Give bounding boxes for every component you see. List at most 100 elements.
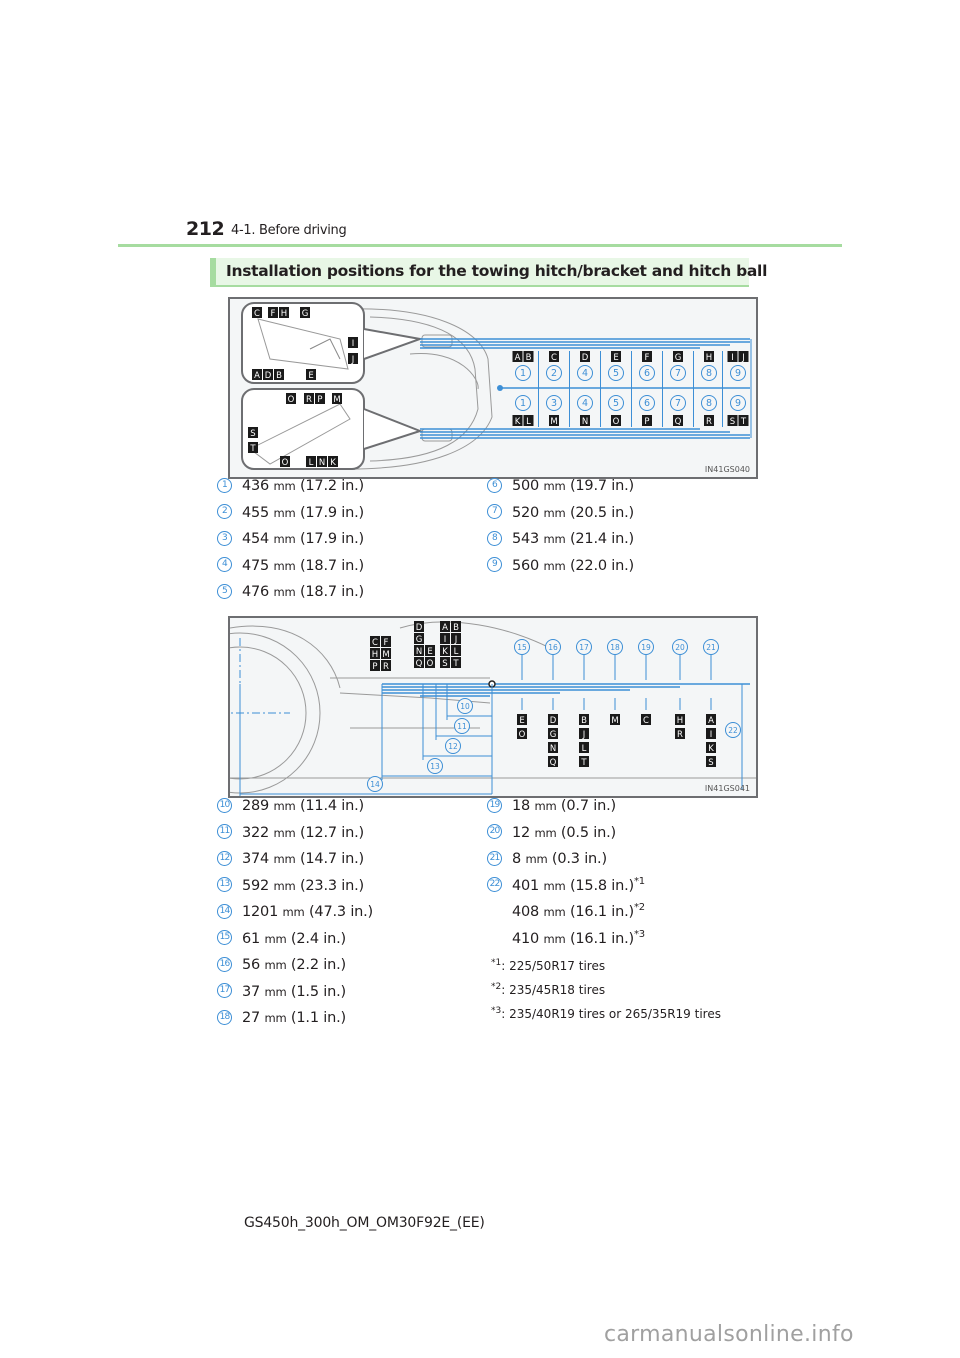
spec-inch: (15.8 in.) xyxy=(569,877,634,894)
spec-inch: (21.4 in.) xyxy=(569,531,634,547)
label-letter: A xyxy=(254,371,260,381)
label-letter: T xyxy=(580,758,587,768)
column-label: M xyxy=(610,714,620,726)
callout-number-text: 16 xyxy=(548,643,558,652)
group-label: O xyxy=(425,657,435,669)
label-letter: N xyxy=(319,458,325,468)
callout-number-text: 17 xyxy=(579,643,589,652)
spec-unit: mm xyxy=(264,1011,287,1025)
label-letter: B xyxy=(453,623,459,633)
label-letter: O xyxy=(282,458,289,468)
group-label: E xyxy=(425,645,435,657)
heading-box: Installation positions for the towing hi… xyxy=(210,258,767,287)
callout-number-text: 21 xyxy=(706,643,716,652)
group-label: A xyxy=(440,621,450,633)
footnote-mark: *3 xyxy=(633,928,645,940)
note-text: 235/45R18 tires xyxy=(505,983,606,997)
callout-number-text: 4 xyxy=(582,368,588,379)
label-letter: T xyxy=(249,444,256,454)
spec-inch: (11.4 in.) xyxy=(299,798,364,814)
callout-number: 7 xyxy=(670,395,686,411)
section-title: 4-1. Before driving xyxy=(231,223,347,238)
spec-unit: mm xyxy=(264,958,287,972)
spec-unit: mm xyxy=(273,505,296,520)
inset-label: O xyxy=(280,456,290,468)
column-label: J xyxy=(579,728,589,740)
spec-inch: (18.7 in.) xyxy=(299,584,364,600)
spec-inch: (47.3 in.) xyxy=(308,904,374,920)
watermark: carmanualsonline.info xyxy=(604,1322,854,1347)
label-letter: B xyxy=(276,371,282,381)
label-letter: Q xyxy=(675,417,682,427)
callout-number: 15 xyxy=(217,930,232,945)
label-letter: B xyxy=(581,716,587,726)
label-letter: K xyxy=(330,458,336,468)
group-label: I xyxy=(440,633,450,645)
label-letter: E xyxy=(613,353,618,363)
spec-value: 322 xyxy=(242,824,270,841)
group-label: H xyxy=(370,648,380,660)
label-letter: E xyxy=(308,371,313,381)
dimension-lines xyxy=(420,338,750,439)
spec-value: 592 xyxy=(242,877,270,894)
callout-number: 18 xyxy=(217,1009,232,1025)
group-label: D xyxy=(414,621,424,633)
spec-inch: (23.3 in.) xyxy=(299,877,364,894)
label-letter: L xyxy=(582,744,587,754)
callout-number-text: 20 xyxy=(675,643,685,652)
callout-number-text: 9 xyxy=(735,368,741,379)
label-letter: P xyxy=(372,662,377,672)
callout-number-text: 3 xyxy=(551,398,557,409)
spec-inch: (2.4 in.) xyxy=(290,930,346,947)
spec-unit: mm xyxy=(273,799,296,813)
spec-item: 408 mm (16.1 in.)*2 xyxy=(487,903,645,921)
label-letter: I xyxy=(352,339,355,349)
column-label: Q xyxy=(548,756,558,768)
position-label: P xyxy=(642,415,652,427)
callout-number: 20 xyxy=(487,824,502,839)
callout-number-text: 14 xyxy=(370,780,380,789)
callout-number-text: 19 xyxy=(641,643,651,652)
inset-label: K xyxy=(328,456,338,468)
callout-number: 4 xyxy=(577,365,593,381)
hitch-ball-marker xyxy=(497,385,503,391)
spec-unit: mm xyxy=(534,825,557,840)
label-letter: J xyxy=(351,355,355,365)
callout-number: 13 xyxy=(427,758,443,774)
callout-number: 3 xyxy=(546,395,562,411)
footnote-mark: *2 xyxy=(633,902,645,914)
figure-code: IN41GS041 xyxy=(704,784,750,793)
label-letter: R xyxy=(677,730,683,740)
callout-number: 19 xyxy=(638,639,654,655)
callout-number-text: 1 xyxy=(520,368,526,379)
spec-unit: mm xyxy=(525,852,548,866)
figure-code: IN41GS040 xyxy=(704,465,750,474)
spec-value: 1201 xyxy=(242,904,279,920)
label-letter: S xyxy=(708,758,713,768)
callout-number: 14 xyxy=(217,903,232,919)
inset-label: N xyxy=(317,456,327,468)
callout-number-text: 22 xyxy=(728,726,738,735)
spec-inch: (16.1 in.) xyxy=(569,930,634,947)
group-label: Q xyxy=(414,657,424,669)
label-letter: G xyxy=(302,309,309,319)
spec-inch: (18.7 in.) xyxy=(299,557,364,574)
callout-number-text: 6 xyxy=(644,368,650,379)
callout-number: 22 xyxy=(725,722,741,738)
callout-number-text: 1 xyxy=(520,398,526,409)
group-label: J xyxy=(451,633,461,645)
label-letter: M xyxy=(333,395,340,405)
callout-number: 21 xyxy=(703,639,719,655)
inset-label: L xyxy=(306,456,316,468)
callout-number: 8 xyxy=(701,395,717,411)
spec-value: 436 xyxy=(242,478,270,494)
spec-value: 408 xyxy=(512,904,540,920)
label-letter: C xyxy=(372,638,378,648)
label-letter: L xyxy=(454,647,459,657)
